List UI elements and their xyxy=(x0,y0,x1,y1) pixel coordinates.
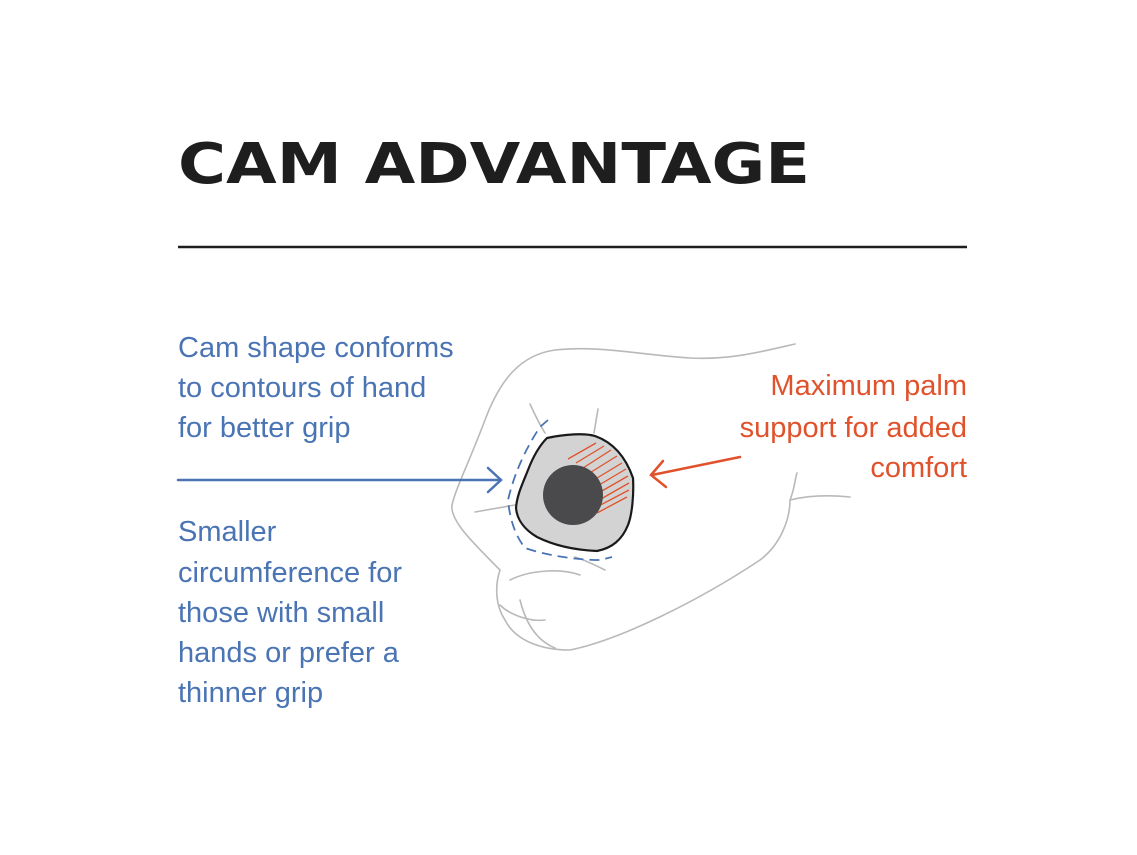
callout-smaller-circumference: Smaller circumference for those with sma… xyxy=(178,516,402,709)
callout-line: Cam shape conforms xyxy=(178,332,454,364)
blue-arrow xyxy=(176,466,503,494)
callout-cam-shape: Cam shape conforms to contours of hand f… xyxy=(178,332,454,444)
callout-line: Maximum palm xyxy=(770,370,967,402)
callout-line: Smaller xyxy=(178,516,277,548)
callout-line: support for added xyxy=(740,412,967,444)
bar-core xyxy=(543,465,603,525)
callout-line: those with small xyxy=(178,597,384,629)
callout-line: to contours of hand xyxy=(178,372,426,404)
palm-support-hatching xyxy=(567,442,630,514)
callout-palm-support: Maximum palm support for added comfort xyxy=(740,370,967,484)
callout-line: hands or prefer a xyxy=(178,637,400,669)
page-title: CAM ADVANTAGE xyxy=(178,132,810,197)
hand-illustration xyxy=(451,343,851,651)
orange-arrow xyxy=(649,455,742,489)
cam-grip-cross-section xyxy=(514,433,635,553)
callout-line: circumference for xyxy=(178,557,402,589)
callout-line: comfort xyxy=(870,452,967,484)
smaller-profile-outline xyxy=(507,419,613,561)
callout-line: thinner grip xyxy=(178,677,323,709)
callout-line: for better grip xyxy=(178,412,350,444)
